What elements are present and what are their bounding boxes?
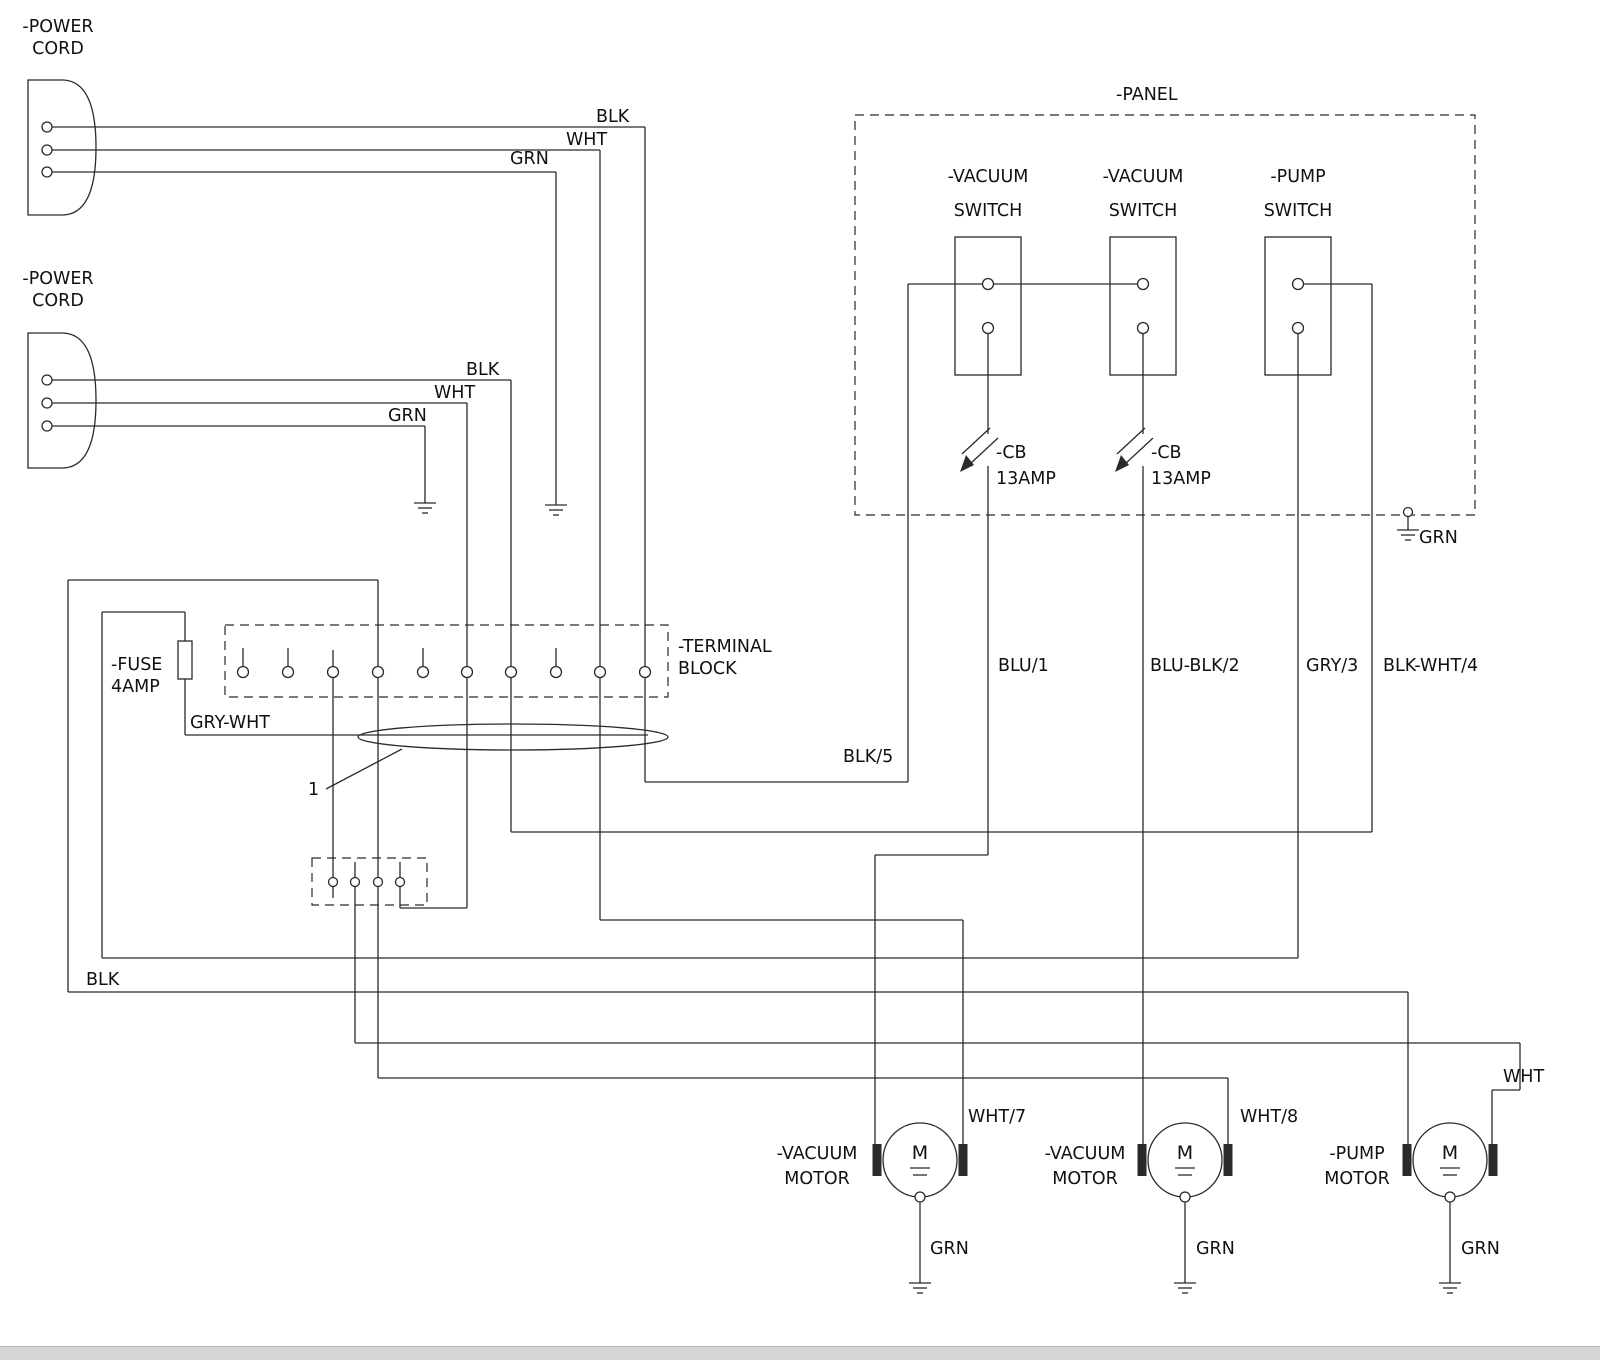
blk-5-label: BLK/5 bbox=[843, 747, 894, 767]
pump-switch-symbol bbox=[1264, 236, 1332, 376]
motor-1-letter: M bbox=[912, 1142, 928, 1164]
ground-symbol-panel bbox=[1396, 506, 1420, 541]
power-cord-1-symbol bbox=[27, 79, 97, 216]
terminal-block-label: -TERMINAL BLOCK bbox=[678, 637, 772, 679]
cord1-blk-label: BLK bbox=[596, 107, 630, 127]
gry-3-label: GRY/3 bbox=[1306, 656, 1359, 676]
wht-right-label: WHT bbox=[1503, 1067, 1545, 1087]
connector-box bbox=[311, 857, 428, 906]
circuit-breaker-1-symbol bbox=[960, 427, 999, 472]
vacuum-motor-2-symbol: M bbox=[1137, 1122, 1233, 1294]
blu-1-label: BLU/1 bbox=[998, 656, 1049, 676]
terminal-block-terminals bbox=[236, 665, 652, 679]
wht-8-label: WHT/8 bbox=[1240, 1107, 1299, 1127]
vacuum-switch-2-symbol bbox=[1109, 236, 1177, 376]
blk-wht-4-label: BLK-WHT/4 bbox=[1383, 656, 1479, 676]
cord2-wht-label: WHT bbox=[434, 383, 476, 403]
cord2-grn-label: GRN bbox=[388, 406, 427, 426]
connector-wires bbox=[332, 650, 1521, 1144]
fuse-symbol bbox=[177, 640, 193, 680]
loop-and-bottom-wires bbox=[67, 579, 1409, 1144]
harness-ellipse bbox=[325, 723, 669, 790]
vacuum-motor-2-label: -VACUUM MOTOR bbox=[1044, 1144, 1126, 1189]
vacuum-motor-1-label: -VACUUM MOTOR bbox=[776, 1144, 858, 1189]
motor-2-grn-label: GRN bbox=[1196, 1239, 1235, 1259]
fuse-label: -FUSE 4AMP bbox=[111, 655, 163, 697]
cord1-grn-label: GRN bbox=[510, 149, 549, 169]
vacuum-switch-1-symbol bbox=[954, 236, 1022, 376]
motor-2-letter: M bbox=[1177, 1142, 1193, 1164]
vacuum-switch-2-label: -VACUUM SWITCH bbox=[1102, 167, 1184, 221]
power-cord-2-label: -POWER CORD bbox=[22, 269, 94, 311]
panel-output-wires bbox=[101, 333, 1299, 1144]
cord2-blk-label: BLK bbox=[466, 360, 500, 380]
cord1-wires bbox=[52, 126, 1143, 1144]
pump-motor-symbol: M bbox=[1402, 1122, 1498, 1294]
wht-7-label: WHT/7 bbox=[968, 1107, 1027, 1127]
ground-symbol-cord2 bbox=[413, 502, 437, 514]
horizontal-scrollbar[interactable] bbox=[0, 1346, 1600, 1360]
panel-label: -PANEL bbox=[1116, 85, 1178, 105]
pump-switch-label: -PUMP SWITCH bbox=[1263, 167, 1333, 221]
cord2-wires bbox=[52, 283, 1373, 909]
power-cord-2-symbol bbox=[27, 332, 97, 469]
power-cord-1-label: -POWER CORD bbox=[22, 17, 94, 59]
circuit-breaker-2-symbol bbox=[1115, 427, 1154, 472]
panel-grn-label: GRN bbox=[1419, 528, 1458, 548]
pump-motor-label: -PUMP MOTOR bbox=[1324, 1144, 1390, 1189]
motor-3-letter: M bbox=[1442, 1142, 1458, 1164]
vacuum-motor-1-symbol: M bbox=[872, 1122, 968, 1294]
cb-2-label: -CB 13AMP bbox=[1151, 443, 1211, 489]
harness-callout-label: 1 bbox=[308, 780, 320, 800]
blu-blk-2-label: BLU-BLK/2 bbox=[1150, 656, 1240, 676]
blk-bottom-label: BLK bbox=[86, 970, 120, 990]
terminal-block-ticks bbox=[242, 648, 557, 666]
vacuum-switch-1-label: -VACUUM SWITCH bbox=[947, 167, 1029, 221]
ground-symbol-cord1 bbox=[544, 504, 568, 516]
motor-3-grn-label: GRN bbox=[1461, 1239, 1500, 1259]
terminal-block-box bbox=[224, 624, 669, 698]
motor-1-grn-label: GRN bbox=[930, 1239, 969, 1259]
gry-wht-label: GRY-WHT bbox=[190, 713, 270, 733]
cb-1-label: -CB 13AMP bbox=[996, 443, 1056, 489]
connector-pins bbox=[327, 876, 406, 888]
cord1-wht-label: WHT bbox=[566, 130, 608, 150]
